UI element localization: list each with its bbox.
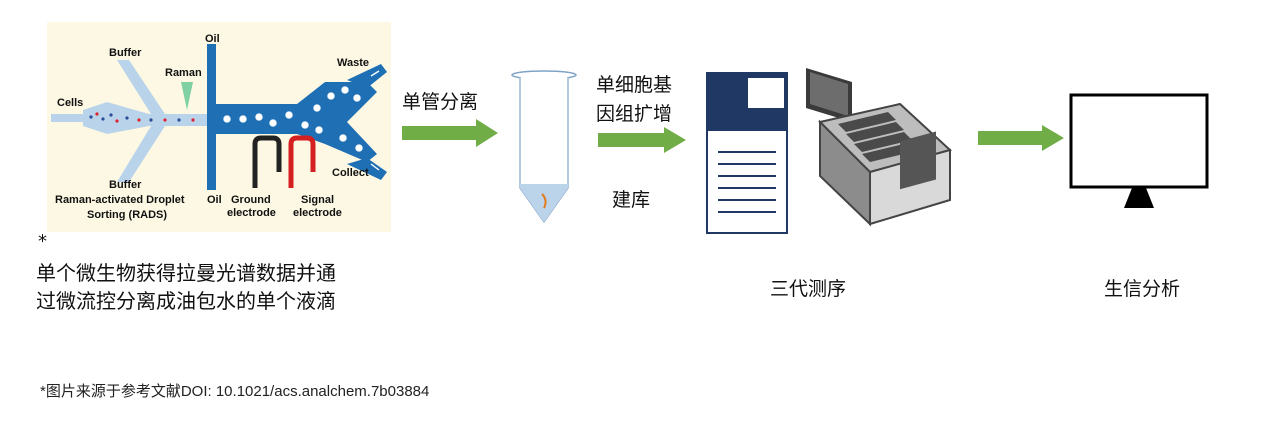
description-line1: 单个微生物获得拉曼光谱数据并通 — [36, 261, 336, 285]
label-oil-top: Oil — [205, 33, 220, 45]
step-amplify-line2: 因组扩增 — [596, 103, 673, 125]
label-waste: Waste — [337, 57, 369, 69]
droplet-channel — [216, 82, 377, 162]
label-oil-bottom: Oil — [207, 194, 222, 206]
cell-dots — [89, 112, 195, 123]
label-buffer-bottom: Buffer — [109, 179, 142, 191]
cells-inlet-channel — [51, 114, 87, 122]
signal-electrode — [288, 135, 316, 188]
buffer-bottom-channel — [117, 126, 165, 182]
collect-arrow — [370, 163, 380, 171]
step-amplify-line1: 单细胞基 — [596, 74, 673, 96]
label-ground-2: electrode — [227, 207, 276, 219]
waste-arrow — [370, 70, 380, 77]
waste-outlet — [347, 64, 387, 88]
step-sequencing-label: 三代测序 — [770, 278, 847, 300]
oil-channel — [207, 44, 216, 190]
label-raman: Raman — [165, 67, 202, 79]
label-collect: Collect — [332, 167, 369, 179]
asterisk-mark: * — [38, 231, 47, 252]
step-library-label: 建库 — [612, 189, 651, 211]
rads-figure: Buffer Raman Oil Waste Cells Buffer Oil … — [47, 22, 391, 232]
rads-chip-diagram: Buffer Raman Oil Waste Cells Buffer Oil … — [51, 33, 387, 221]
monitor-icon — [1069, 93, 1209, 208]
arrow-2 — [598, 127, 686, 153]
label-cells: Cells — [57, 97, 83, 109]
label-signal-1: Signal — [301, 194, 334, 206]
collect-outlet — [347, 158, 387, 180]
step-separation-label: 单管分离 — [402, 91, 479, 113]
step-bioinfo-label: 生信分析 — [1104, 278, 1181, 300]
arrow-3 — [978, 125, 1064, 151]
ground-electrode — [252, 135, 282, 188]
arrow-1 — [402, 119, 498, 147]
droplets — [223, 86, 363, 152]
label-ground-1: Ground — [231, 194, 271, 206]
label-signal-2: electrode — [293, 207, 342, 219]
sequencer-icon — [806, 68, 953, 227]
raman-beam — [181, 82, 193, 110]
label-buffer-top: Buffer — [109, 47, 142, 59]
tube-icon — [511, 70, 577, 224]
buffer-top-channel — [117, 60, 165, 114]
rads-title-line2: Sorting (RADS) — [87, 209, 167, 221]
focusing-junction — [83, 102, 207, 134]
reference-footnote: *图片来源于参考文献DOI: 10.1021/acs.analchem.7b03… — [40, 383, 430, 400]
document-icon — [706, 72, 788, 234]
rads-title-line1: Raman-activated Droplet — [55, 194, 185, 206]
description-line2: 过微流控分离成油包水的单个液滴 — [36, 289, 336, 313]
